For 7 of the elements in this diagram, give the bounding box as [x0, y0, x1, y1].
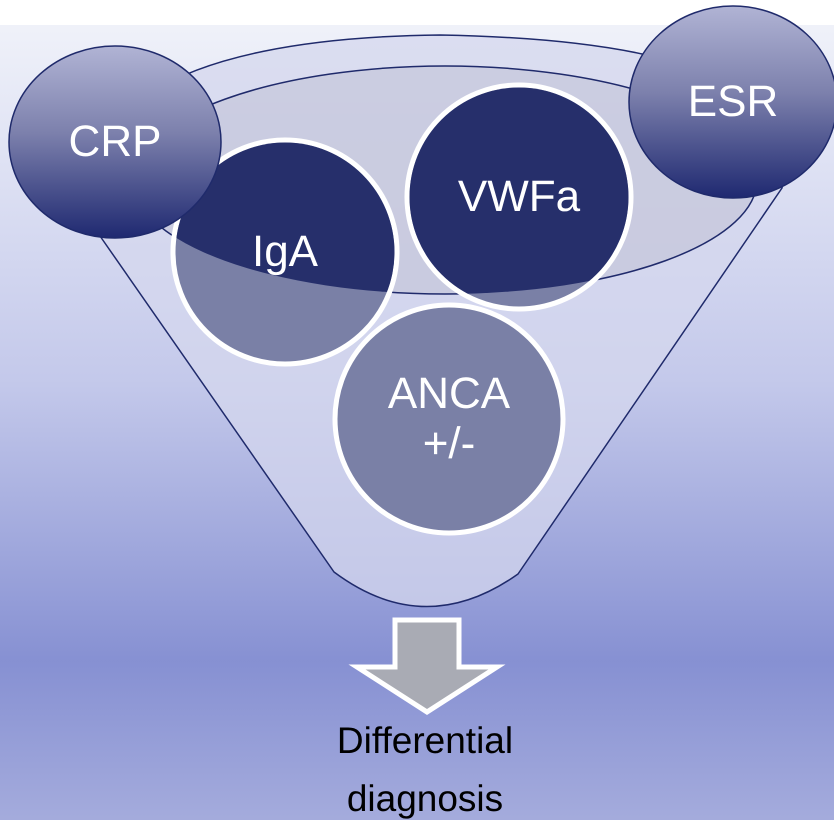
node-label: VWFa — [458, 172, 580, 222]
block-arrow — [348, 618, 506, 715]
node-label: IgA — [252, 227, 318, 277]
node-label: ESR — [688, 77, 778, 127]
node-label: ANCA +/- — [386, 369, 512, 469]
result-text: Differential diagnosis — [300, 712, 550, 820]
node-label: CRP — [68, 117, 162, 167]
